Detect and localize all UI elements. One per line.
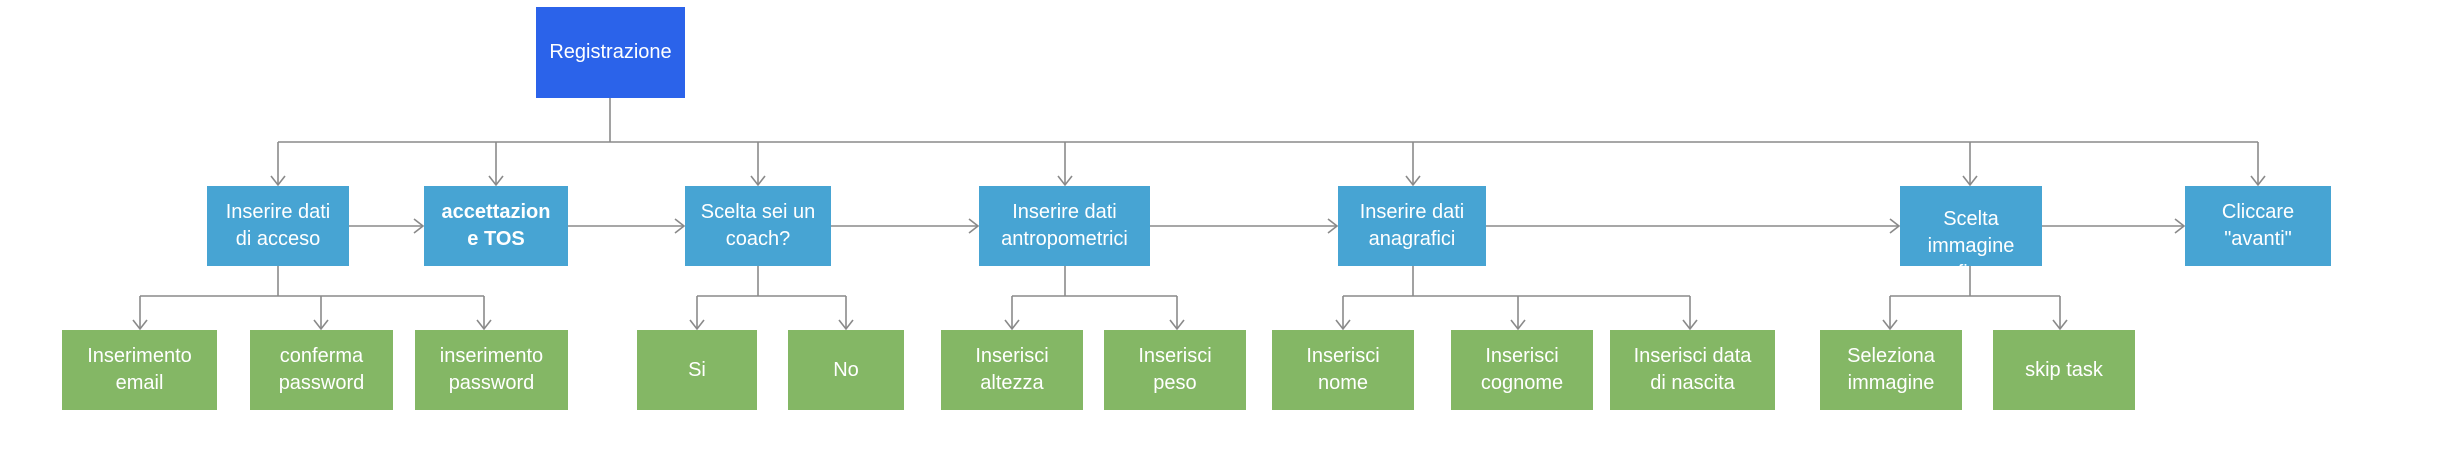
step-node-anagrafici[interactable]: Inserire dati anagrafici	[1338, 186, 1486, 266]
leaf-node-seleziona-immagine[interactable]: Seleziona immagine	[1820, 330, 1962, 410]
leaf-node-cognome[interactable]: Inserisci cognome	[1451, 330, 1593, 410]
arrowhead	[1682, 319, 1698, 331]
leaf-node-inserimento-password[interactable]: inserimento password	[415, 330, 568, 410]
step-node-tos[interactable]: accettazion e TOS	[424, 186, 568, 266]
arrowhead	[1882, 319, 1898, 331]
leaf-node-data-nascita[interactable]: Inserisci data di nascita	[1610, 330, 1775, 410]
arrowhead	[750, 175, 766, 187]
arrowhead	[270, 175, 286, 187]
arrowhead	[689, 319, 705, 331]
arrowhead	[674, 218, 686, 234]
leaf-node-skip-task[interactable]: skip task	[1993, 330, 2135, 410]
leaf-node-conferma-password[interactable]: conferma password	[250, 330, 393, 410]
leaf-node-peso[interactable]: Inserisci peso	[1104, 330, 1246, 410]
step-node-immagine[interactable]: Scelta immagine fi...	[1900, 186, 2042, 266]
arrowhead	[1962, 175, 1978, 187]
root-node-registrazione[interactable]: Registrazione	[536, 7, 685, 98]
step-node-dati-accesso[interactable]: Inserire dati di acceso	[207, 186, 349, 266]
arrowhead	[1889, 218, 1901, 234]
step-node-immagine-label: Scelta immagine fi...	[1927, 208, 2015, 266]
step-node-avanti[interactable]: Cliccare "avanti"	[2185, 186, 2331, 266]
arrowhead	[476, 319, 492, 331]
arrowhead	[488, 175, 504, 187]
arrowhead	[1169, 319, 1185, 331]
leaf-node-no[interactable]: No	[788, 330, 904, 410]
leaf-node-email[interactable]: Inserimento email	[62, 330, 217, 410]
step-node-coach[interactable]: Scelta sei un coach?	[685, 186, 831, 266]
arrowhead	[968, 218, 980, 234]
arrowhead	[2052, 319, 2068, 331]
arrowhead	[313, 319, 329, 331]
arrowhead	[2174, 218, 2186, 234]
leaf-node-si[interactable]: Si	[637, 330, 757, 410]
leaf-node-altezza[interactable]: Inserisci altezza	[941, 330, 1083, 410]
arrowhead	[2250, 175, 2266, 187]
arrowhead	[1057, 175, 1073, 187]
arrowhead	[413, 218, 425, 234]
step-node-antropometrici[interactable]: Inserire dati antropometrici	[979, 186, 1150, 266]
arrowhead	[1405, 175, 1421, 187]
arrowhead	[1327, 218, 1339, 234]
arrowhead	[1510, 319, 1526, 331]
arrowhead	[1004, 319, 1020, 331]
leaf-node-nome[interactable]: Inserisci nome	[1272, 330, 1414, 410]
arrowhead	[132, 319, 148, 331]
arrowhead	[1335, 319, 1351, 331]
arrowhead	[838, 319, 854, 331]
